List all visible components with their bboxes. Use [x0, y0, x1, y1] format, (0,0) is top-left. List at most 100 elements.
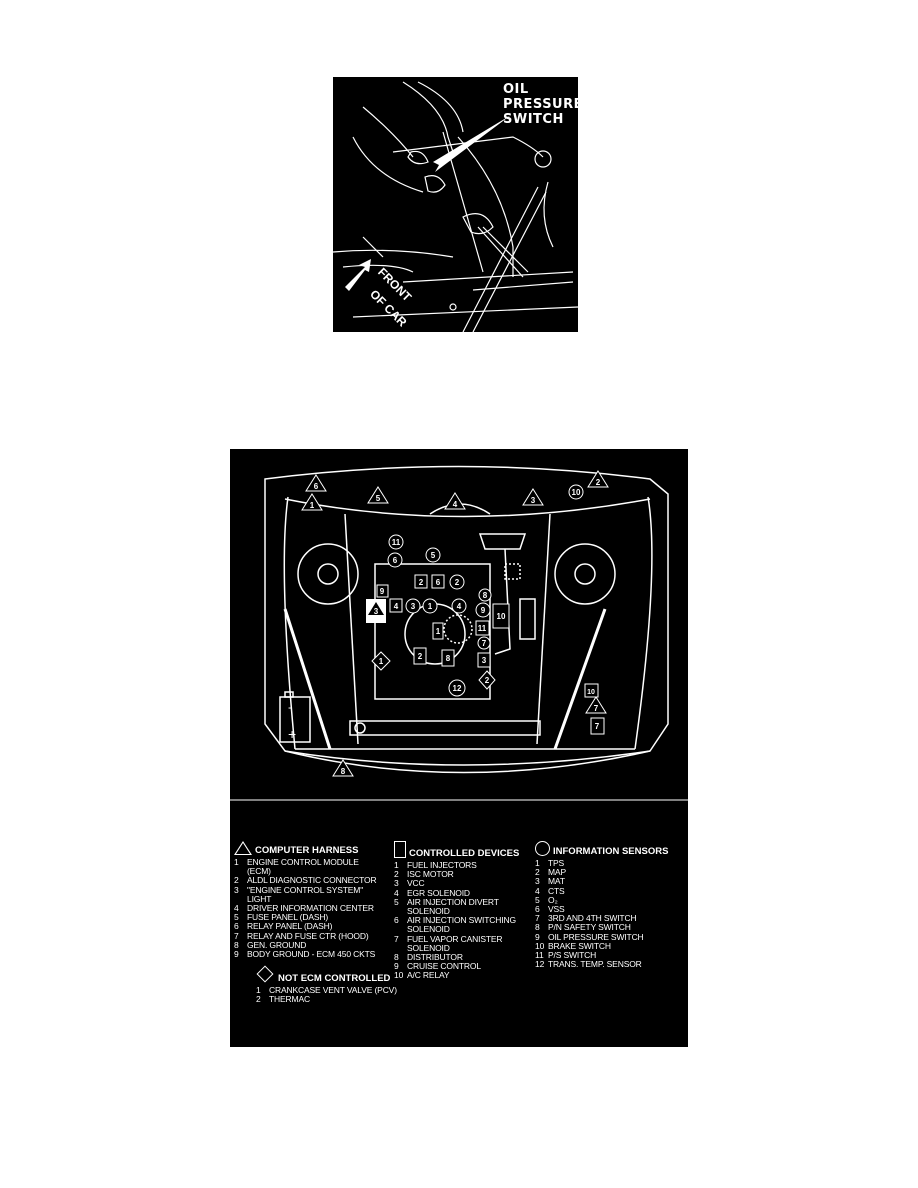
device-marker: 6 — [431, 574, 445, 589]
legend-item-number: 10 — [394, 970, 404, 981]
legend-item-label: OIL PRESSURE SWITCH — [548, 931, 644, 942]
callout-line: OIL — [503, 82, 529, 97]
svg-text:3: 3 — [374, 607, 379, 616]
svg-text:3: 3 — [482, 656, 487, 665]
legend-item-label: O₂ — [548, 894, 558, 905]
svg-text:6: 6 — [436, 578, 441, 587]
sensor-marker: 10 — [568, 484, 584, 500]
legend-title: COMPUTER HARNESS — [255, 844, 359, 856]
legend-item-number: 9 — [535, 931, 540, 942]
harness-marker: 1 — [301, 493, 323, 511]
svg-text:5: 5 — [376, 494, 381, 503]
svg-text:9: 9 — [481, 606, 486, 615]
legend-item: 2 ISC MOTOR — [394, 869, 519, 880]
legend-item-number: 5 — [535, 894, 540, 905]
legend-item-label: ALDL DIAGNOSTIC CONNECTOR — [247, 875, 377, 886]
svg-text:11: 11 — [478, 624, 487, 633]
oil-pressure-switch-callout: OIL PRESSURE SWITCH — [503, 82, 583, 127]
legend-item-label: GEN. GROUND — [247, 939, 307, 950]
legend-item-number: 3 — [394, 878, 399, 889]
legend-item-label: DRIVER INFORMATION CENTER — [247, 903, 374, 914]
device-marker: 8 — [441, 649, 455, 667]
legend-item: 3 VCC — [394, 879, 519, 888]
callout-line: PRESSURE — [503, 97, 584, 112]
svg-text:6: 6 — [393, 556, 398, 565]
legend-item: 9 CRUISE CONTROL — [394, 962, 519, 971]
svg-text:8: 8 — [483, 591, 488, 600]
battery-positive: + — [288, 726, 296, 742]
harness-marker: 8 — [332, 759, 354, 777]
engine-component-location-diagram: - + 6 1 5 4 2 3 3 7 8 10 11 6 5 3 1 4 8 … — [230, 449, 688, 1047]
legend-item-label: FUEL VAPOR CANISTER SOLENOID — [407, 933, 503, 953]
legend-item-number: 6 — [234, 921, 239, 932]
legend-item-label: A/C RELAY — [407, 970, 450, 981]
legend-item-number: 12 — [535, 959, 545, 970]
legend-item-label: P/S SWITCH — [548, 950, 597, 961]
legend-item-label: CTS — [548, 885, 565, 896]
legend-item-label: VSS — [548, 904, 565, 915]
svg-text:1: 1 — [428, 602, 433, 611]
legend-item-number: 2 — [256, 994, 261, 1005]
legend-item-number: 1 — [535, 858, 540, 868]
sensor-marker: 2 — [449, 574, 465, 590]
legend-item-number: 7 — [535, 913, 540, 924]
legend-item-label: CRANKCASE VENT VALVE (PCV) — [269, 985, 397, 995]
svg-text:7: 7 — [595, 722, 600, 731]
device-marker: 9 — [376, 584, 389, 598]
svg-text:2: 2 — [455, 578, 460, 587]
legend-item: 5 O₂ — [535, 894, 668, 905]
legend-title: NOT ECM CONTROLLED — [278, 972, 391, 984]
legend-item-label: CRUISE CONTROL — [407, 961, 481, 972]
svg-text:1: 1 — [379, 657, 384, 666]
sensor-marker: 5 — [425, 547, 441, 563]
device-marker: 1 — [432, 622, 444, 640]
legend-item-number: 2 — [234, 875, 239, 886]
legend-item-number: 9 — [394, 961, 399, 972]
legend-item-label: ISC MOTOR — [407, 869, 454, 880]
svg-text:5: 5 — [431, 551, 436, 560]
legend-item-label: "ENGINE CONTROL SYSTEM" LIGHT — [247, 884, 364, 904]
triangle-icon — [234, 841, 252, 855]
sensor-marker: 4 — [451, 598, 467, 614]
harness-marker: 2 — [587, 470, 609, 488]
legend-title: INFORMATION SENSORS — [553, 845, 669, 857]
svg-text:7: 7 — [482, 639, 487, 648]
legend-item-number: 1 — [394, 860, 399, 870]
svg-text:2: 2 — [419, 578, 424, 587]
engine-compartment-drawing: - + 6 1 5 4 2 3 3 7 8 10 11 6 5 3 1 4 8 … — [230, 465, 688, 801]
sensor-marker: 3 — [405, 598, 421, 614]
legend-item-number: 4 — [234, 903, 239, 914]
legend-item-label: MAP — [548, 867, 566, 878]
sensor-marker: 8 — [478, 588, 492, 602]
svg-text:1: 1 — [310, 501, 315, 510]
legend-item-label: RELAY PANEL (DASH) — [247, 921, 333, 932]
diamond-icon — [256, 965, 274, 983]
legend-item-number: 3 — [234, 884, 239, 895]
legend-item-number: 5 — [234, 912, 239, 923]
battery-negative: - — [288, 700, 292, 714]
svg-text:4: 4 — [394, 602, 399, 611]
oil-pressure-switch-illustration: OIL PRESSURE SWITCH FRONT OF CAR — [333, 77, 583, 332]
legend-item-number: 2 — [394, 869, 399, 880]
legend-item-label: VCC — [407, 878, 425, 889]
legend-item-number: 1 — [234, 857, 239, 867]
harness-marker: 7 — [585, 696, 607, 714]
engine-line-drawing — [333, 81, 578, 332]
svg-text:1: 1 — [436, 627, 441, 636]
svg-text:9: 9 — [380, 587, 385, 596]
callout-line: SWITCH — [503, 112, 564, 127]
